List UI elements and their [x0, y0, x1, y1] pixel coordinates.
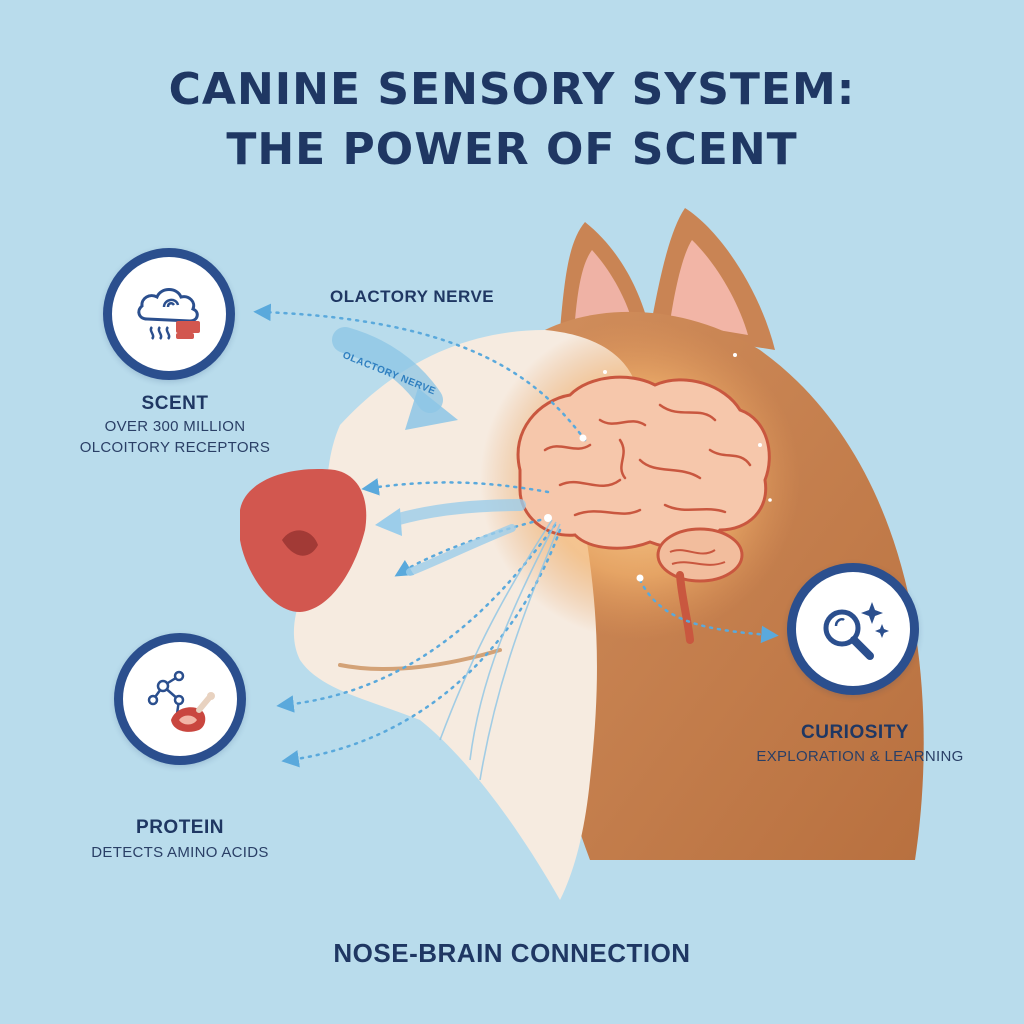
curiosity-badge: [787, 563, 919, 695]
protein-title: PROTEIN: [136, 817, 224, 838]
nerve-arrow-large: [332, 327, 443, 413]
footer-caption: NOSE-BRAIN CONNECTION: [333, 938, 691, 968]
curiosity-description: EXPLORATION & LEARNING: [750, 746, 970, 767]
olfactory-nerve-label: OLACTORY NERVE: [330, 287, 495, 306]
page-title: CANINE SENSORY SYSTEM: THE POWER OF SCEN…: [0, 60, 1024, 180]
scent-badge: [103, 248, 235, 380]
ear-front: [650, 208, 775, 350]
scent-cloud-icon: [137, 288, 200, 340]
title-line-1: CANINE SENSORY SYSTEM:: [168, 64, 856, 115]
curiosity-line-1: EXPLORATION & LEARNING: [756, 748, 964, 765]
scent-title: SCENT: [141, 393, 209, 414]
scent-description: OVER 300 MILLION OLCOITORY RECEPTORS: [70, 416, 280, 458]
brain-illustration: [516, 375, 771, 644]
mouth-line: [338, 648, 502, 671]
scent-line-1: OVER 300 MILLION: [104, 418, 246, 435]
title-line-2: THE POWER OF SCENT: [226, 124, 798, 175]
curiosity-title: CURIOSITY: [801, 722, 909, 743]
protein-badge: [114, 633, 246, 765]
scent-line-2: OLCOITORY RECEPTORS: [79, 439, 271, 456]
nerve-fibers: [439, 519, 561, 781]
magnifier-sparkle-icon: [823, 602, 889, 660]
nerve-connection-lines: [253, 303, 779, 768]
molecule-meat-icon: [147, 670, 215, 732]
ear-back: [560, 222, 650, 330]
sparkle-nodes: [544, 353, 772, 582]
protein-line-1: DETECTS AMINO ACIDS: [91, 844, 269, 861]
nerve-arrow-small: [389, 499, 526, 526]
protein-description: DETECTS AMINO ACIDS: [80, 842, 280, 863]
